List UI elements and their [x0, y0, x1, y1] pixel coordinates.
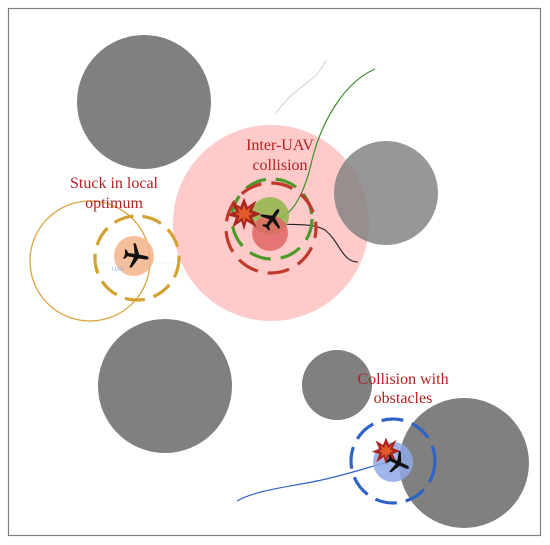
inter-uav-fill-red [252, 215, 288, 251]
label-stuck-line2: optimum [85, 195, 143, 212]
label-obstacle-line1: Collision with [357, 371, 448, 388]
label-inter-uav-line1: Inter-UAV [246, 137, 314, 154]
faint-trail [275, 59, 327, 114]
label-inter-uav-line2: collision [252, 157, 307, 174]
obstacle-collision-group [236, 417, 437, 505]
obstacle-top-left [77, 35, 211, 169]
label-stuck-line1: Stuck in local [70, 175, 159, 192]
local-optimum-group: UAV [29, 200, 181, 322]
obstacle-collision-ring [349, 417, 437, 505]
annotation-labels: Inter-UAV collision Stuck in local optim… [70, 137, 449, 407]
obstacle-small-center [302, 350, 372, 420]
obstacle-bottom-left [98, 319, 232, 453]
obstacle-bottom-right [399, 398, 529, 528]
faint-uav-tag: UAV [112, 267, 124, 273]
inter-uav-ring-red [224, 181, 318, 275]
label-obstacle-line2: obstacles [374, 390, 433, 407]
obstacles [77, 35, 529, 528]
green-uav-path [277, 68, 376, 220]
obstacle-right-upper [334, 141, 438, 245]
local-optimum-safety-ring [93, 214, 181, 302]
blue-uav-path [236, 461, 389, 502]
inter-uav-ring-green [230, 177, 314, 261]
inter-uav-group [224, 68, 376, 275]
